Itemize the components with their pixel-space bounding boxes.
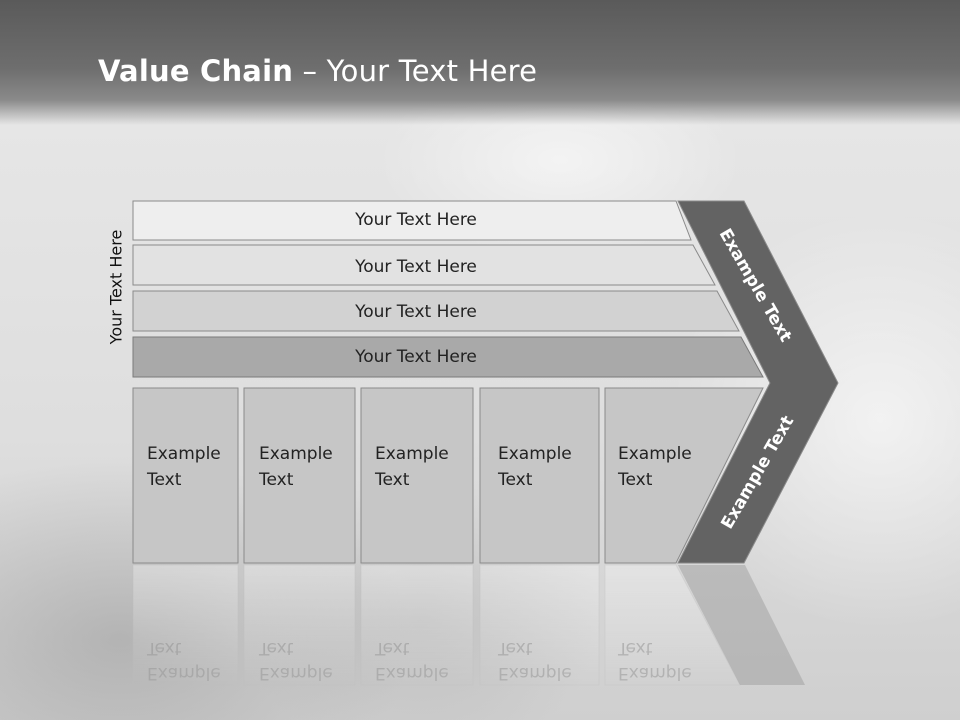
bar-3 [132,290,740,332]
reflection-text: Text [374,638,410,658]
slide-title: Value Chain – Your Text Here [98,54,537,88]
reflection-text: Example [498,663,572,683]
reflection-text: Example [375,663,449,683]
bar-3-label: Your Text Here [354,302,477,322]
reflection-text: Text [258,638,294,658]
reflection-text: Text [617,638,653,658]
reflection-text: Example [618,663,692,683]
column-4-line2: Text [497,470,533,490]
chevron-arrow [677,200,839,564]
bar-2 [132,244,716,286]
title-rest: – Your Text Here [293,54,538,88]
bar-1-label: Your Text Here [354,210,477,230]
column-4-line1: Example [498,444,572,464]
column-4 [479,387,600,564]
column-5-line1: Example [618,444,692,464]
column-2 [243,387,356,564]
column-1-line1: Example [147,444,221,464]
column-3-line2: Text [374,470,410,490]
title-bold: Value Chain [98,54,294,88]
reflection-text: Example [259,663,333,683]
column-2-line1: Example [259,444,333,464]
reflection-text: Text [497,638,533,658]
bar-1 [132,200,692,241]
column-5-line2: Text [617,470,653,490]
bar-4 [132,336,764,378]
column-2-line2: Text [258,470,294,490]
bar-4-label: Your Text Here [354,347,477,367]
column-5 [604,387,764,564]
column-3-line1: Example [375,444,449,464]
reflection-text: Example [147,663,221,683]
reflection: Example Text Example Text Example Text E… [132,564,805,686]
bar-2-label: Your Text Here [354,257,477,277]
reflection-text: Text [146,638,182,658]
title-band [0,0,960,125]
column-1 [132,387,239,564]
column-3 [360,387,474,564]
column-1-line2: Text [146,470,182,490]
